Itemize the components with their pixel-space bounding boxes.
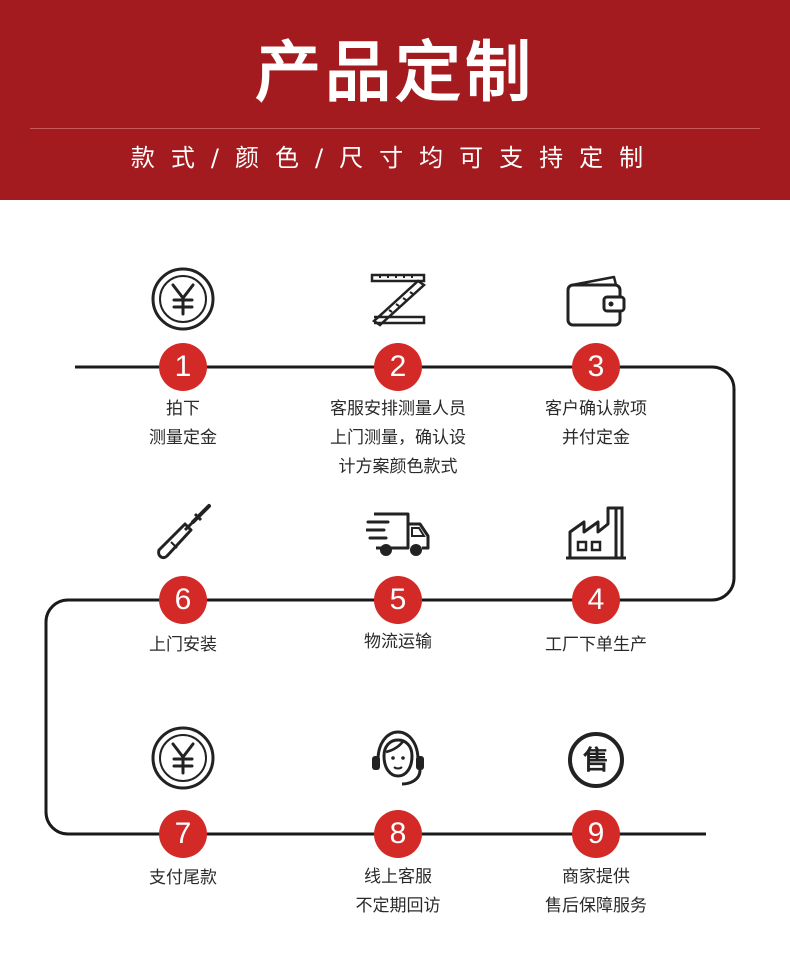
page-subtitle: 款式/颜色/尺寸均可支持定制 <box>130 144 660 172</box>
yen-coin-icon <box>151 726 215 790</box>
step-description-line: 客服安排测量人员 <box>330 399 466 419</box>
step-description-line: 不定期回访 <box>355 896 441 916</box>
header-banner: 产品定制 款式/颜色/尺寸均可支持定制 <box>0 0 790 200</box>
step-description-line: 工厂下单生产 <box>545 635 647 655</box>
step-number-badge: 1 <box>159 343 207 391</box>
step-description-line: 物流运输 <box>364 632 432 652</box>
ruler-icon <box>370 273 427 327</box>
step-description: 客户确认款项 并付定金 <box>486 395 706 453</box>
step-description-line: 上门安装 <box>149 635 217 655</box>
step-number-badge: 9 <box>572 810 620 858</box>
step-number-badge: 3 <box>572 343 620 391</box>
step-description-line: 客户确认款项 <box>545 399 647 419</box>
step-number-badge: 6 <box>159 576 207 624</box>
step-description-line: 计方案颜色款式 <box>338 457 458 477</box>
step-description-line: 并付定金 <box>562 428 630 448</box>
step-number-badge: 4 <box>572 576 620 624</box>
header-divider <box>30 128 760 129</box>
step-description: 线上客服 不定期回访 <box>288 863 508 921</box>
step-description-line: 支付尾款 <box>149 868 217 888</box>
after-sales-badge-text: 售 <box>583 745 609 776</box>
step-description: 支付尾款 <box>73 864 293 893</box>
delivery-truck-icon <box>366 512 430 556</box>
step-description: 客服安排测量人员 上门测量，确认设 计方案颜色款式 <box>288 395 508 482</box>
step-description-line: 拍下 <box>166 399 200 419</box>
screwdriver-icon <box>157 504 211 560</box>
step-description-line: 线上客服 <box>364 867 432 887</box>
customer-service-headset-icon <box>372 730 424 786</box>
after-sales-badge-icon: 售 <box>568 732 624 788</box>
step-description: 商家提供 售后保障服务 <box>486 863 706 921</box>
factory-icon <box>566 506 626 560</box>
step-description-line: 商家提供 <box>562 867 630 887</box>
wallet-icon <box>566 275 626 327</box>
step-description-line: 上门测量，确认设 <box>330 428 466 448</box>
page-title: 产品定制 <box>255 34 535 111</box>
step-number-badge: 5 <box>374 576 422 624</box>
step-description-line: 售后保障服务 <box>545 896 647 916</box>
yen-coin-icon <box>151 267 215 331</box>
step-number-badge: 8 <box>374 810 422 858</box>
step-description: 物流运输 <box>288 628 508 657</box>
step-number-badge: 7 <box>159 810 207 858</box>
step-description: 拍下 测量定金 <box>73 395 293 453</box>
step-description: 上门安装 <box>73 631 293 660</box>
step-description: 工厂下单生产 <box>486 631 706 660</box>
step-number-badge: 2 <box>374 343 422 391</box>
step-description-line: 测量定金 <box>149 428 217 448</box>
